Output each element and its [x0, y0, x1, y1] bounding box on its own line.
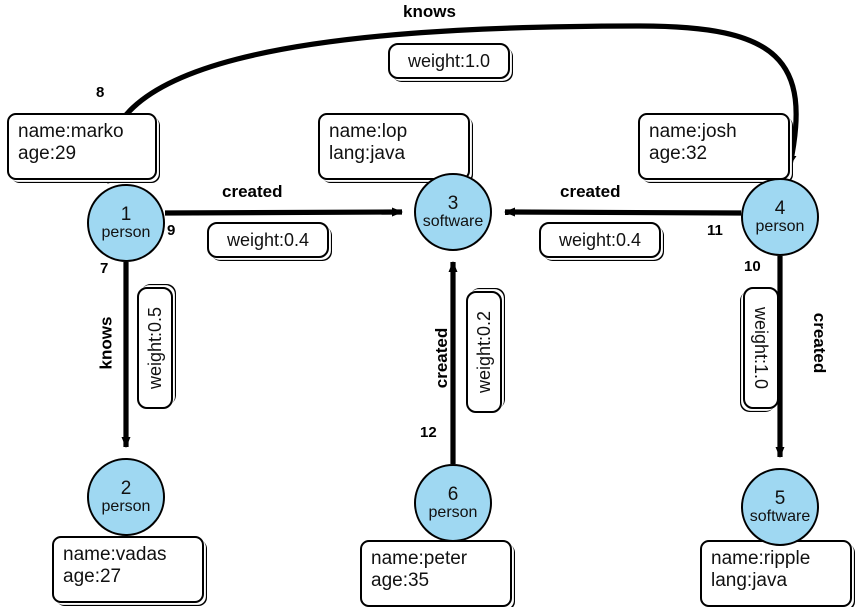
vertex-6[interactable]: 6 person: [414, 464, 492, 542]
vertex-label: software: [422, 212, 484, 230]
weight-box-created-6-3: weight:0.2: [466, 291, 502, 413]
edge-label-created-6-3: created: [432, 327, 452, 389]
vertex-4[interactable]: 4 person: [741, 178, 819, 256]
vertex-label: person: [101, 223, 151, 241]
weight-box-knows-1-2: weight:0.5: [137, 287, 173, 409]
edge-id-12: 12: [420, 424, 437, 441]
weight-box-created-1-3: weight:0.4: [207, 222, 329, 258]
property-box-lop: name:lop lang:java: [318, 113, 470, 180]
property-line: lang:java: [329, 143, 406, 165]
edge-id-11: 11: [707, 222, 723, 239]
edge-path-8: [105, 23, 799, 184]
property-box-peter: name:peter age:35: [360, 540, 512, 607]
vertex-label: person: [101, 497, 151, 515]
property-line: age:32: [649, 143, 708, 165]
property-line: name:josh: [649, 121, 737, 142]
property-box-josh: name:josh age:32: [638, 113, 790, 180]
property-line: age:29: [18, 143, 77, 165]
edge-label-knows-1-2: knows: [96, 316, 116, 370]
edge-label-created-4-3: created: [560, 182, 621, 201]
property-box-vadas: name:vadas age:27: [52, 536, 204, 603]
property-line: age:27: [63, 566, 122, 588]
property-line: name:ripple: [711, 548, 811, 569]
vertex-id: 3: [447, 192, 459, 214]
vertex-2[interactable]: 2 person: [87, 458, 165, 536]
edge-id-9: 9: [167, 222, 176, 239]
edge-path-9: [164, 207, 403, 217]
vertex-id: 4: [774, 197, 786, 219]
edge-id-7: 7: [100, 260, 109, 277]
vertex-id: 6: [447, 483, 459, 505]
edge-label-created-1-3: created: [222, 182, 283, 201]
property-box-marko: name:marko age:29: [7, 113, 157, 180]
vertex-3[interactable]: 3 software: [414, 173, 492, 251]
weight-box-created-4-3: weight:0.4: [539, 222, 661, 258]
property-line: name:vadas: [63, 544, 167, 565]
weight-box-created-4-5: weight:1.0: [743, 287, 779, 409]
vertex-label: software: [749, 507, 811, 525]
edge-path-11: [504, 207, 742, 217]
vertex-id: 5: [774, 487, 786, 509]
edge-id-8: 8: [96, 84, 105, 101]
property-line: name:lop: [329, 121, 408, 142]
vertex-id: 1: [120, 203, 132, 225]
property-line: lang:java: [711, 570, 788, 592]
property-line: name:peter: [371, 548, 468, 569]
vertex-label: person: [755, 217, 805, 235]
property-line: age:35: [371, 570, 430, 592]
vertex-5[interactable]: 5 software: [741, 468, 819, 546]
property-box-ripple: name:ripple lang:java: [700, 540, 852, 607]
weight-box-knows-top: weight:1.0: [388, 43, 510, 79]
edge-id-10: 10: [744, 258, 761, 275]
vertex-id: 2: [120, 477, 132, 499]
edge-label-knows-top: knows: [403, 2, 456, 21]
edge-label-created-4-5: created: [810, 312, 830, 374]
property-line: name:marko: [18, 121, 124, 142]
vertex-1[interactable]: 1 person: [87, 184, 165, 262]
vertex-label: person: [428, 503, 478, 521]
